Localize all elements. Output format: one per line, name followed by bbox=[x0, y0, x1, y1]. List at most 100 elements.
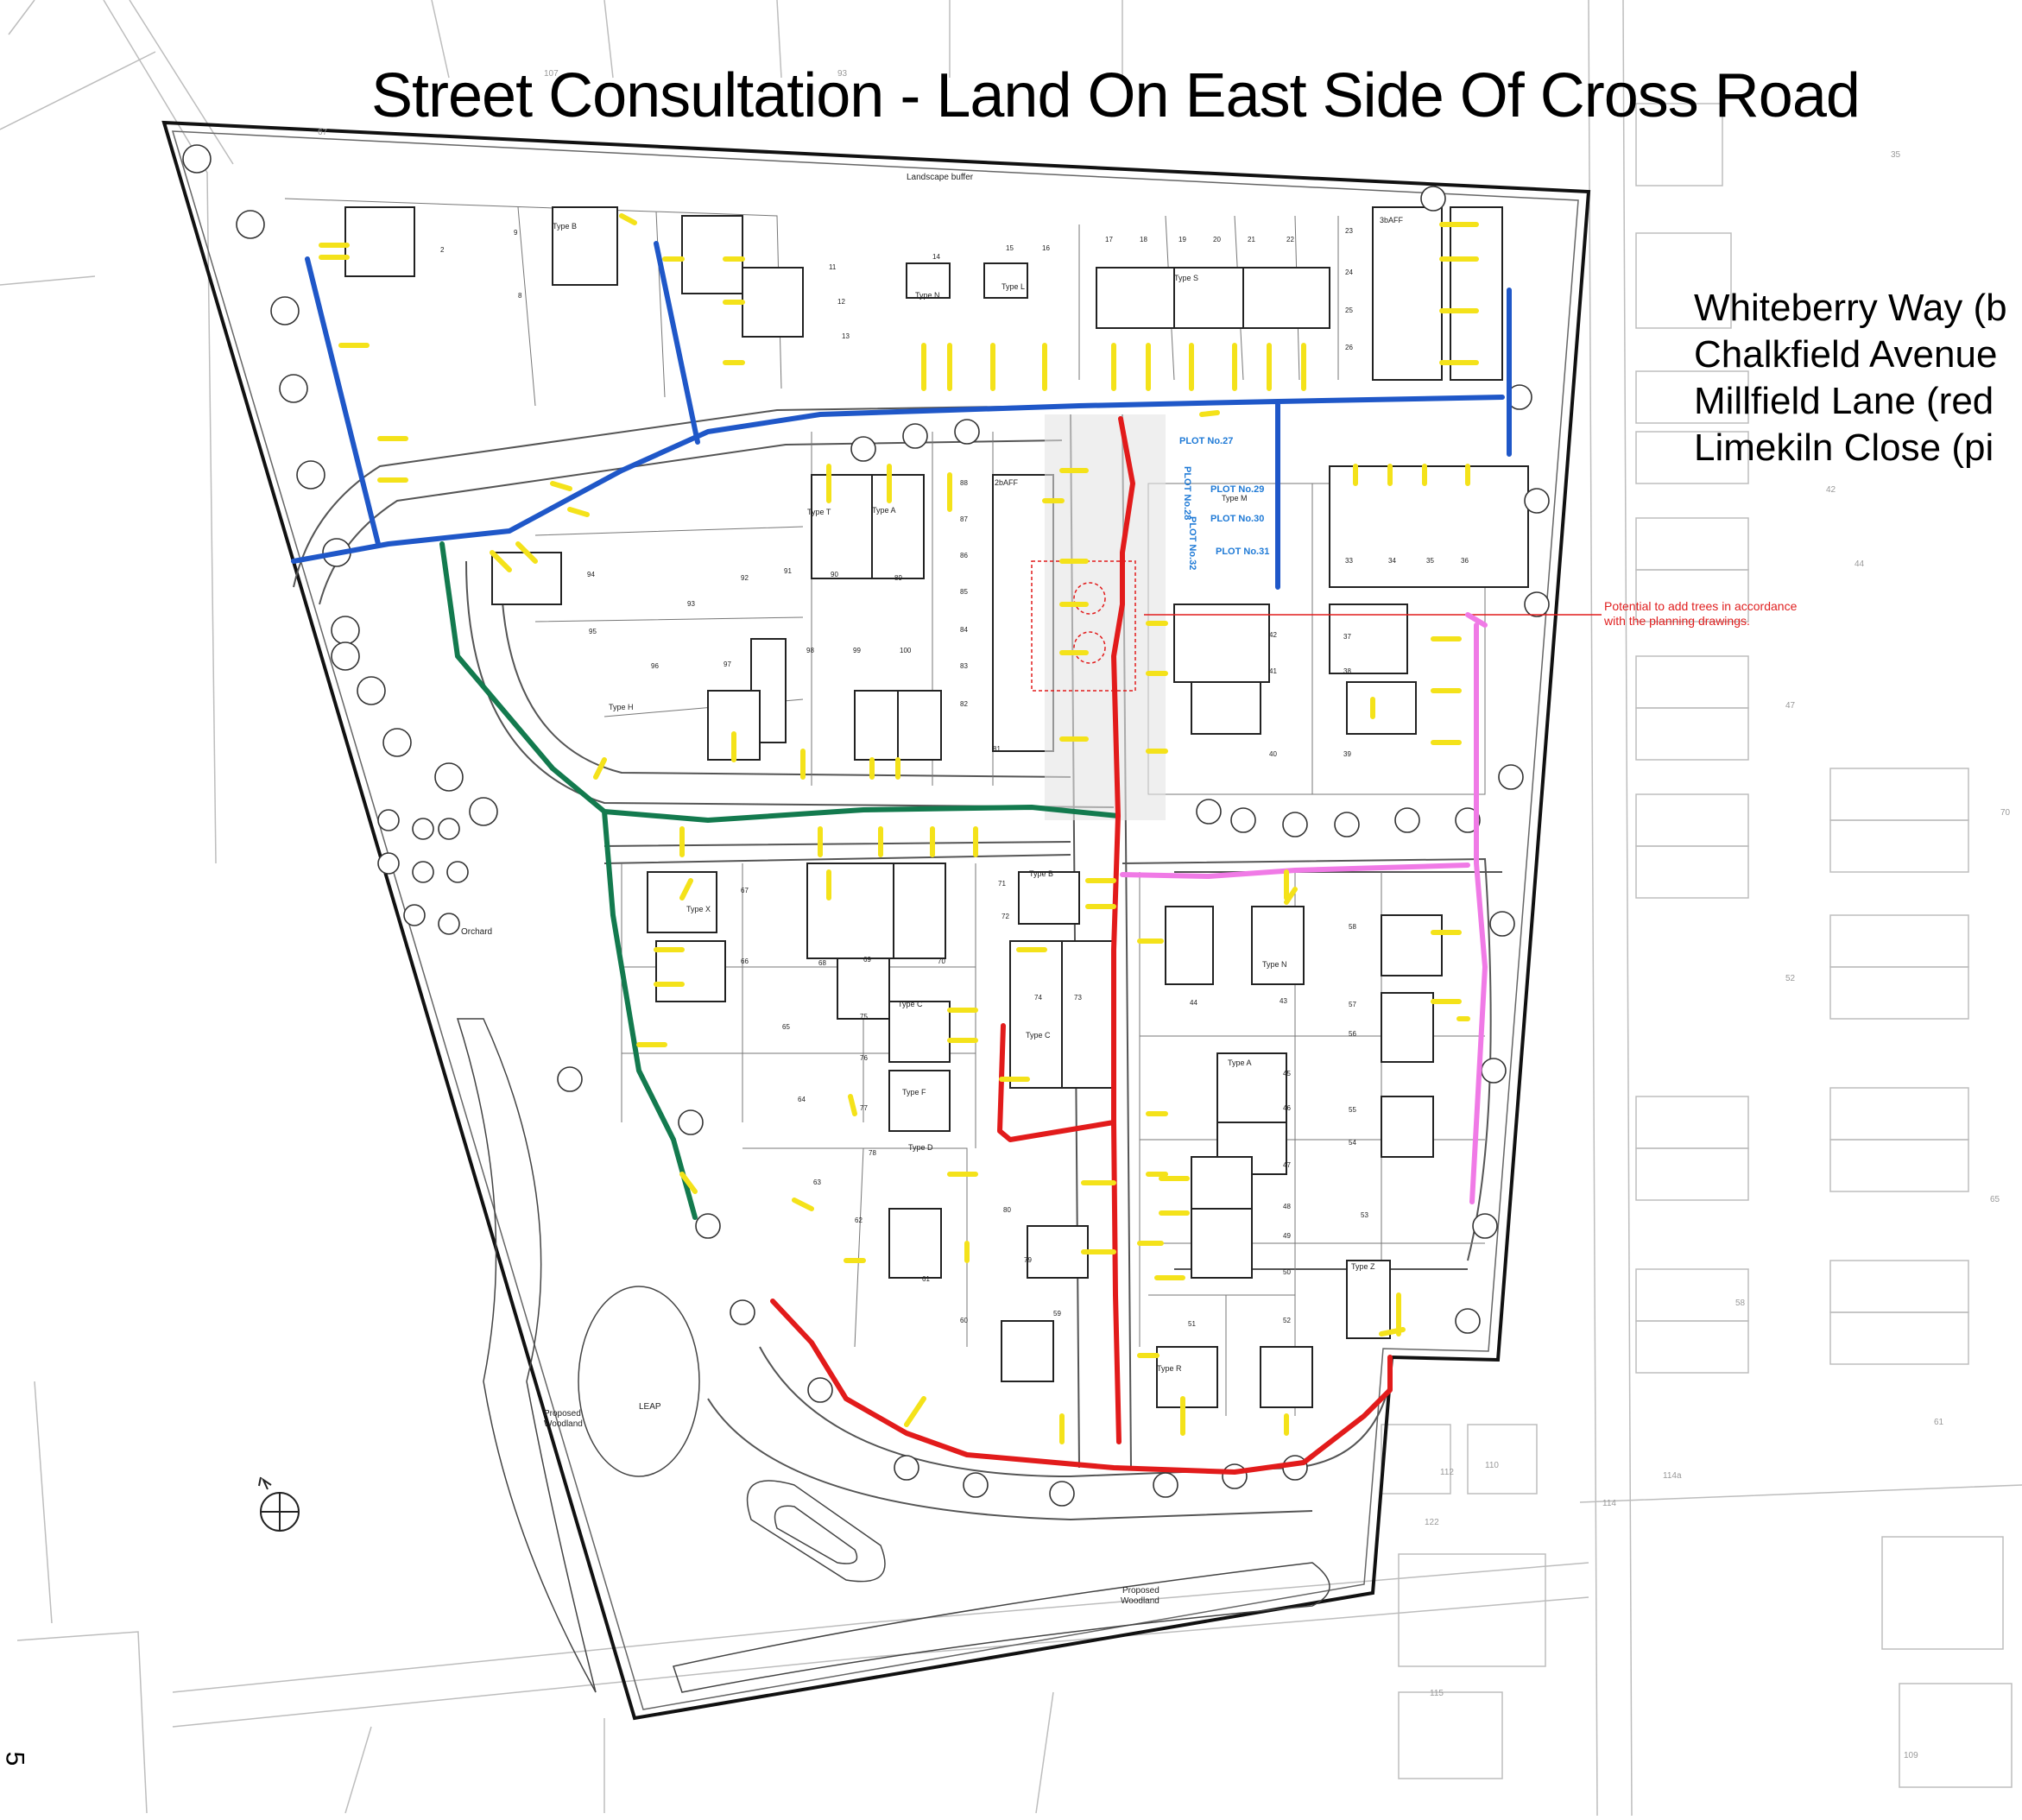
trees bbox=[182, 144, 1550, 1507]
plot-number: 56 bbox=[1349, 1030, 1356, 1038]
context-number: 44 bbox=[1855, 559, 1865, 569]
plot-number: 66 bbox=[741, 957, 749, 965]
plot-number: 78 bbox=[869, 1149, 876, 1157]
context-number: 114 bbox=[1602, 1499, 1616, 1508]
landscape-buffer-label: Landscape buffer bbox=[907, 173, 974, 182]
orchard-label: Orchard bbox=[461, 927, 492, 937]
parking-markers bbox=[319, 213, 1479, 1444]
plot-number: 2 bbox=[440, 246, 445, 254]
plot-number: 90 bbox=[831, 571, 838, 578]
plot-number: 9 bbox=[514, 229, 518, 237]
tree-annotation-line-2: with the planning drawings. bbox=[1604, 614, 1750, 628]
street-chalkfield-avenue bbox=[439, 541, 1121, 1220]
context-number: 67 bbox=[318, 128, 328, 137]
plot-number: 49 bbox=[1283, 1232, 1291, 1240]
house-type: Type D bbox=[908, 1143, 933, 1152]
plot-number: 41 bbox=[1269, 667, 1277, 675]
plot-number: 13 bbox=[842, 332, 850, 340]
plot-number: 61 bbox=[922, 1275, 930, 1283]
house-type: Type A bbox=[1228, 1059, 1252, 1067]
plot-number: 58 bbox=[1349, 923, 1356, 931]
context-number: 115 bbox=[1430, 1689, 1444, 1698]
plot-number: 45 bbox=[1283, 1070, 1291, 1077]
context-number: 61 bbox=[1934, 1418, 1944, 1427]
plot-number: 71 bbox=[998, 880, 1006, 888]
house-type: Type M bbox=[1222, 494, 1248, 502]
plot-numbers: 2 9 8 11 12 13 14 15 16 17 18 19 20 21 2… bbox=[440, 227, 1469, 1328]
house-type: Type C bbox=[1026, 1031, 1051, 1040]
house-type: Type S bbox=[1174, 274, 1198, 282]
legend-item-limekiln-close: Limekiln Close (pi bbox=[1694, 427, 1994, 469]
plot-number: 76 bbox=[860, 1054, 868, 1062]
house-type: 3bAFF bbox=[1380, 216, 1404, 224]
houses bbox=[344, 206, 1529, 1408]
plot-number: 54 bbox=[1349, 1139, 1356, 1147]
plot-number: 46 bbox=[1283, 1104, 1291, 1112]
plot-number: 97 bbox=[723, 660, 731, 668]
plot-number: 38 bbox=[1343, 667, 1351, 675]
site-boundary-inner bbox=[171, 130, 1579, 1710]
context-number: 70 bbox=[2000, 808, 2011, 818]
plot-number: 12 bbox=[837, 298, 845, 306]
plot-number: 59 bbox=[1053, 1310, 1061, 1318]
house-type: Type F bbox=[902, 1088, 926, 1096]
plot-30-label: PLOT No.30 bbox=[1210, 514, 1264, 524]
plot-number: 17 bbox=[1105, 236, 1113, 243]
context-numbers: 107 93 67 35 42 44 47 70 52 65 58 61 114… bbox=[318, 69, 2011, 1760]
plot-number: 36 bbox=[1461, 557, 1469, 565]
plot-number: 21 bbox=[1248, 236, 1255, 243]
woodland bbox=[456, 1018, 1330, 1693]
house-type: Type N bbox=[915, 291, 940, 300]
plot-number: 25 bbox=[1345, 306, 1353, 314]
plot-number: 52 bbox=[1283, 1317, 1291, 1324]
plot-number: 75 bbox=[860, 1013, 868, 1021]
plot-number: 57 bbox=[1349, 1001, 1356, 1008]
woodland-west-label-2: Woodland bbox=[544, 1419, 583, 1429]
street-limekiln-close bbox=[1120, 612, 1488, 1204]
house-type: Type N bbox=[1262, 960, 1287, 969]
plot-number: 23 bbox=[1345, 227, 1353, 235]
house-type: Type R bbox=[1157, 1364, 1182, 1373]
street-legend: Whiteberry Way (b Chalkfield Avenue Mill… bbox=[1694, 285, 2007, 471]
plot-number: 81 bbox=[993, 745, 1001, 753]
legend-item-millfield-lane: Millfield Lane (red bbox=[1694, 380, 1994, 422]
plot-number: 51 bbox=[1188, 1320, 1196, 1328]
crossing-hatch bbox=[1045, 414, 1166, 820]
plot-number: 43 bbox=[1280, 997, 1287, 1005]
plot-number: 8 bbox=[518, 292, 522, 300]
plot-number: 80 bbox=[1003, 1206, 1011, 1214]
context-number: 110 bbox=[1485, 1461, 1499, 1470]
plot-number: 48 bbox=[1283, 1203, 1291, 1210]
page-number: 5 bbox=[0, 1751, 29, 1766]
plot-number: 20 bbox=[1213, 236, 1221, 243]
plot-number: 93 bbox=[687, 600, 695, 608]
plot-number: 73 bbox=[1074, 994, 1082, 1002]
plot-28-label: PLOT No.28 bbox=[1182, 466, 1192, 520]
house-type: Type B bbox=[553, 222, 577, 231]
street-lines bbox=[291, 241, 1512, 1475]
plot-number: 33 bbox=[1345, 557, 1353, 565]
house-type: 2bAFF bbox=[995, 478, 1019, 487]
context-number: 52 bbox=[1785, 974, 1796, 983]
plot-27-label: PLOT No.27 bbox=[1179, 436, 1233, 446]
plot-number: 98 bbox=[806, 647, 814, 654]
plot-number: 60 bbox=[960, 1317, 968, 1324]
plot-number: 34 bbox=[1388, 557, 1396, 565]
plot-31-label: PLOT No.31 bbox=[1216, 547, 1269, 557]
plot-number: 88 bbox=[960, 479, 968, 487]
plot-number: 79 bbox=[1024, 1256, 1032, 1264]
house-type: Type L bbox=[1002, 282, 1025, 291]
leap-label: LEAP bbox=[639, 1402, 661, 1412]
house-type: Type C bbox=[898, 1000, 923, 1008]
plot-number: 95 bbox=[589, 628, 597, 635]
legend-item-whiteberry-way: Whiteberry Way (b bbox=[1694, 287, 2007, 329]
plot-number: 65 bbox=[782, 1023, 790, 1031]
plot-number: 26 bbox=[1345, 344, 1353, 351]
plot-number: 15 bbox=[1006, 244, 1014, 252]
plot-number: 63 bbox=[813, 1179, 821, 1186]
plot-number: 24 bbox=[1345, 269, 1353, 276]
plot-29-label: PLOT No.29 bbox=[1210, 484, 1264, 495]
plot-number: 82 bbox=[960, 700, 968, 708]
plot-number: 100 bbox=[900, 647, 912, 654]
